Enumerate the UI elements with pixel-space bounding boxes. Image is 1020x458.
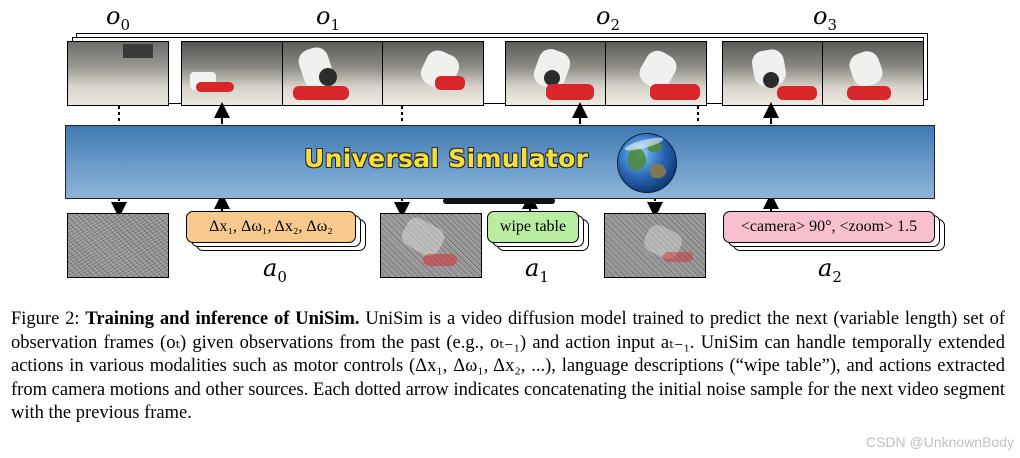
action-label-a1: a1: [525, 254, 549, 286]
unisim-figure: o0 o1 o2 o3: [65, 2, 945, 286]
action-label-a2: a2: [818, 254, 842, 286]
noise-image-2: [604, 213, 706, 278]
action-card-wipe-table: wipe table: [487, 211, 579, 243]
action-label-a0: a0: [263, 254, 287, 286]
frame-o3-b: [822, 41, 924, 106]
simulator-title: Universal Simulator: [304, 144, 589, 173]
frame-o2-b: [605, 41, 707, 106]
universal-simulator-bar: Universal Simulator: [65, 125, 935, 199]
watermark: CSDN @UnknownBody: [865, 434, 1014, 450]
observation-label-o3: o3: [813, 2, 837, 34]
arrows-layer: [111, 102, 779, 218]
frame-o1-c: [382, 41, 484, 106]
frame-o0: [67, 41, 169, 106]
caption-body: UniSim is a video diffusion model traine…: [11, 309, 1005, 423]
frame-o2-a: [505, 41, 607, 106]
frame-o1-b: [282, 41, 384, 106]
observation-label-o1: o1: [316, 2, 340, 34]
figure-caption: Figure 2: Training and inference of UniS…: [11, 308, 1005, 426]
noise-image-1: [380, 213, 482, 278]
observation-label-o2: o2: [596, 2, 620, 34]
earth-globe-icon: [617, 133, 677, 193]
observation-label-o0: o0: [106, 2, 130, 34]
frame-o1-a: [181, 41, 283, 106]
noise-image-0: [67, 213, 169, 278]
action-card-camera-zoom: <camera> 90°, <zoom> 1.5: [723, 211, 935, 243]
caption-bold-title: Training and inference of UniSim.: [85, 309, 360, 329]
caption-prefix: Figure 2:: [11, 309, 86, 329]
simulator-stand: [443, 198, 555, 204]
action-card-motor-controls: Δx₁, Δω₁, Δx₂, Δω₂: [186, 211, 356, 243]
